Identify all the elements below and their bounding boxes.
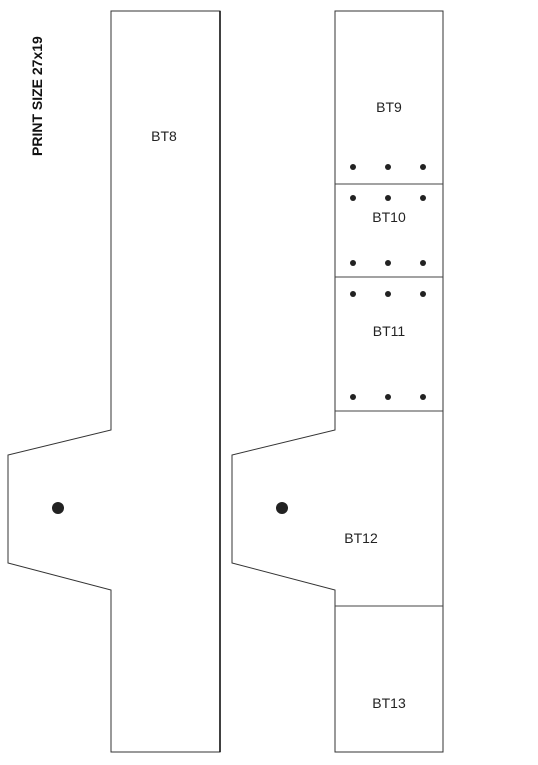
bt12-hole (276, 502, 288, 514)
piece-stack-right: BT9 BT10 BT11 BT12 (231, 10, 444, 753)
bt11-hole (420, 291, 426, 297)
piece-bt9: BT9 (350, 99, 426, 170)
bt10-hole (420, 195, 426, 201)
piece-bt12: BT12 (276, 502, 378, 546)
right-stack-outline (231, 10, 444, 753)
bt11-hole (420, 394, 426, 400)
bt9-hole (350, 164, 356, 170)
bt10-hole (385, 260, 391, 266)
bt11-hole (385, 291, 391, 297)
bt9-label: BT9 (376, 99, 402, 115)
bt13-label: BT13 (372, 695, 406, 711)
bt12-label: BT12 (344, 530, 378, 546)
bt10-hole (420, 260, 426, 266)
bt10-hole (385, 195, 391, 201)
bt11-label: BT11 (373, 323, 406, 339)
bt9-hole (420, 164, 426, 170)
bt10-hole (350, 195, 356, 201)
bt10-hole (350, 260, 356, 266)
bt8-hole (52, 502, 64, 514)
bt11-hole (385, 394, 391, 400)
piece-bt10: BT10 (350, 195, 426, 266)
print-size-note: PRINT SIZE 27x19 (29, 36, 45, 156)
piece-bt8: BT8 (7, 10, 221, 753)
bt11-hole (350, 291, 356, 297)
bt11-hole (350, 394, 356, 400)
piece-bt11: BT11 (350, 291, 426, 400)
piece-bt13: BT13 (372, 695, 406, 711)
bt8-label: BT8 (151, 128, 177, 144)
bt9-hole (385, 164, 391, 170)
bt10-label: BT10 (372, 209, 406, 225)
